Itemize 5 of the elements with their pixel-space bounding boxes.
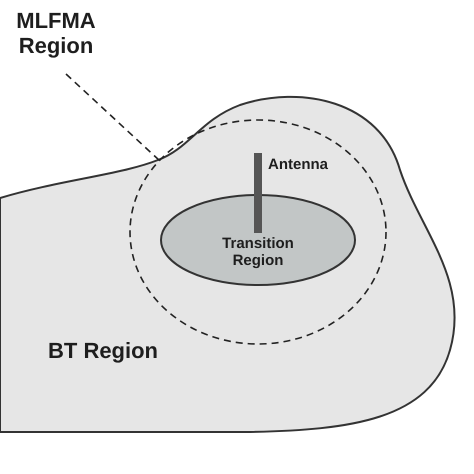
leader-line <box>65 73 161 162</box>
region-label: BT Region <box>47 338 159 364</box>
region-label: Transition Region <box>221 235 295 270</box>
region-label: MLFMA Region <box>15 8 97 59</box>
antenna-label: Antenna <box>268 156 328 174</box>
